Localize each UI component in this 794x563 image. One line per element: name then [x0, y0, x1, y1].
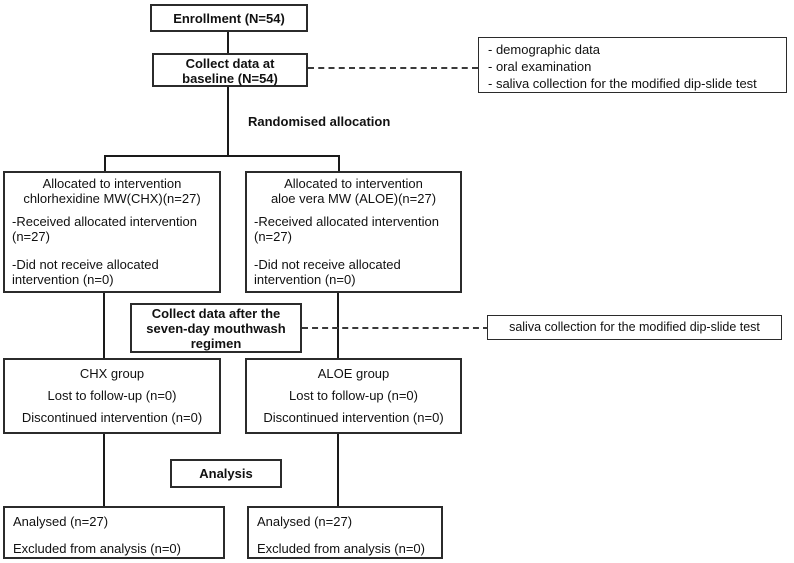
group-chx-discontinued: Discontinued intervention (n=0): [21, 410, 203, 425]
box-collect-after-regimen: Collect data after the seven-day mouthwa…: [130, 303, 302, 353]
dashed-connector-baseline-notes: [308, 67, 478, 69]
baseline-line2: baseline (N=54): [182, 71, 278, 86]
box-analysed-aloe: Analysed (n=27) Excluded from analysis (…: [247, 506, 443, 559]
box-baseline-notes: - demographic data - oral examination - …: [478, 37, 787, 93]
connector-allocchx-groupchx: [103, 292, 105, 358]
regimen-line2: seven-day mouthwash: [146, 321, 286, 336]
baseline-note-item: - saliva collection for the modified dip…: [488, 76, 757, 91]
analysed-aloe-count: Analysed (n=27): [257, 514, 353, 529]
alloc-aloe-notreceived: -Did not receive allocated intervention …: [254, 257, 453, 287]
alloc-chx-received: -Received allocated intervention (n=27): [12, 214, 212, 244]
group-aloe-discontinued: Discontinued intervention (n=0): [263, 410, 444, 425]
alloc-chx-notreceived-line2: intervention (n=0): [12, 272, 114, 287]
alloc-aloe-title1: Allocated to intervention: [284, 176, 423, 191]
alloc-chx-title2: chlorhexidine MW(CHX)(n=27): [23, 191, 201, 206]
alloc-chx-received-line1: -Received allocated intervention: [12, 214, 197, 229]
box-allocation-aloe: Allocated to intervention aloe vera MW (…: [245, 171, 462, 293]
alloc-chx-title1: Allocated to intervention: [42, 176, 182, 191]
connector-branch-horizontal: [104, 155, 340, 157]
baseline-note-item: - oral examination: [488, 59, 592, 74]
baseline-line1: Collect data at: [185, 56, 275, 71]
alloc-chx-notreceived: -Did not receive allocated intervention …: [12, 257, 212, 287]
enrollment-text: Enrollment (N=54): [173, 10, 285, 26]
box-allocation-chx: Allocated to intervention chlorhexidine …: [3, 171, 221, 293]
connector-branch-right-drop: [338, 155, 340, 171]
connector-allocaloe-groupaloe: [337, 292, 339, 358]
connector-groupaloe-analysedaloe: [337, 433, 339, 506]
alloc-aloe-notreceived-line2: intervention (n=0): [254, 272, 356, 287]
box-chx-group: CHX group Lost to follow-up (n=0) Discon…: [3, 358, 221, 434]
alloc-aloe-received-line2: (n=27): [254, 229, 292, 244]
group-aloe-lost: Lost to follow-up (n=0): [289, 388, 418, 403]
baseline-note-item: - demographic data: [488, 42, 601, 57]
regimen-note-text: saliva collection for the modified dip-s…: [509, 320, 760, 334]
analysis-text: Analysis: [199, 466, 253, 481]
group-chx-lost: Lost to follow-up (n=0): [47, 388, 177, 403]
connector-groupchx-analysedchx: [103, 433, 105, 506]
box-collect-baseline: Collect data at baseline (N=54): [152, 53, 308, 87]
connector-baseline-branch: [227, 87, 229, 156]
regimen-line3: regimen: [190, 336, 242, 351]
label-randomised-allocation: Randomised allocation: [248, 114, 391, 129]
group-chx-title: CHX group: [79, 366, 145, 381]
box-enrollment: Enrollment (N=54): [150, 4, 308, 32]
connector-enrollment-baseline: [227, 32, 229, 53]
alloc-aloe-notreceived-line1: -Did not receive allocated: [254, 257, 401, 272]
analysed-chx-count: Analysed (n=27): [13, 514, 109, 529]
alloc-aloe-received: -Received allocated intervention (n=27): [254, 214, 453, 244]
alloc-chx-received-line2: (n=27): [12, 229, 50, 244]
regimen-line1: Collect data after the: [151, 306, 281, 321]
dashed-connector-regimen-note: [302, 327, 489, 329]
alloc-aloe-title2: aloe vera MW (ALOE)(n=27): [270, 191, 437, 206]
analysed-aloe-excluded: Excluded from analysis (n=0): [257, 541, 425, 556]
box-regimen-note: saliva collection for the modified dip-s…: [487, 315, 782, 340]
connector-branch-left-drop: [104, 155, 106, 171]
analysed-chx-excluded: Excluded from analysis (n=0): [13, 541, 181, 556]
alloc-chx-notreceived-line1: -Did not receive allocated: [12, 257, 159, 272]
box-aloe-group: ALOE group Lost to follow-up (n=0) Disco…: [245, 358, 462, 434]
alloc-aloe-received-line1: -Received allocated intervention: [254, 214, 439, 229]
group-aloe-title: ALOE group: [317, 366, 390, 381]
box-analysed-chx: Analysed (n=27) Excluded from analysis (…: [3, 506, 225, 559]
box-analysis: Analysis: [170, 459, 282, 488]
